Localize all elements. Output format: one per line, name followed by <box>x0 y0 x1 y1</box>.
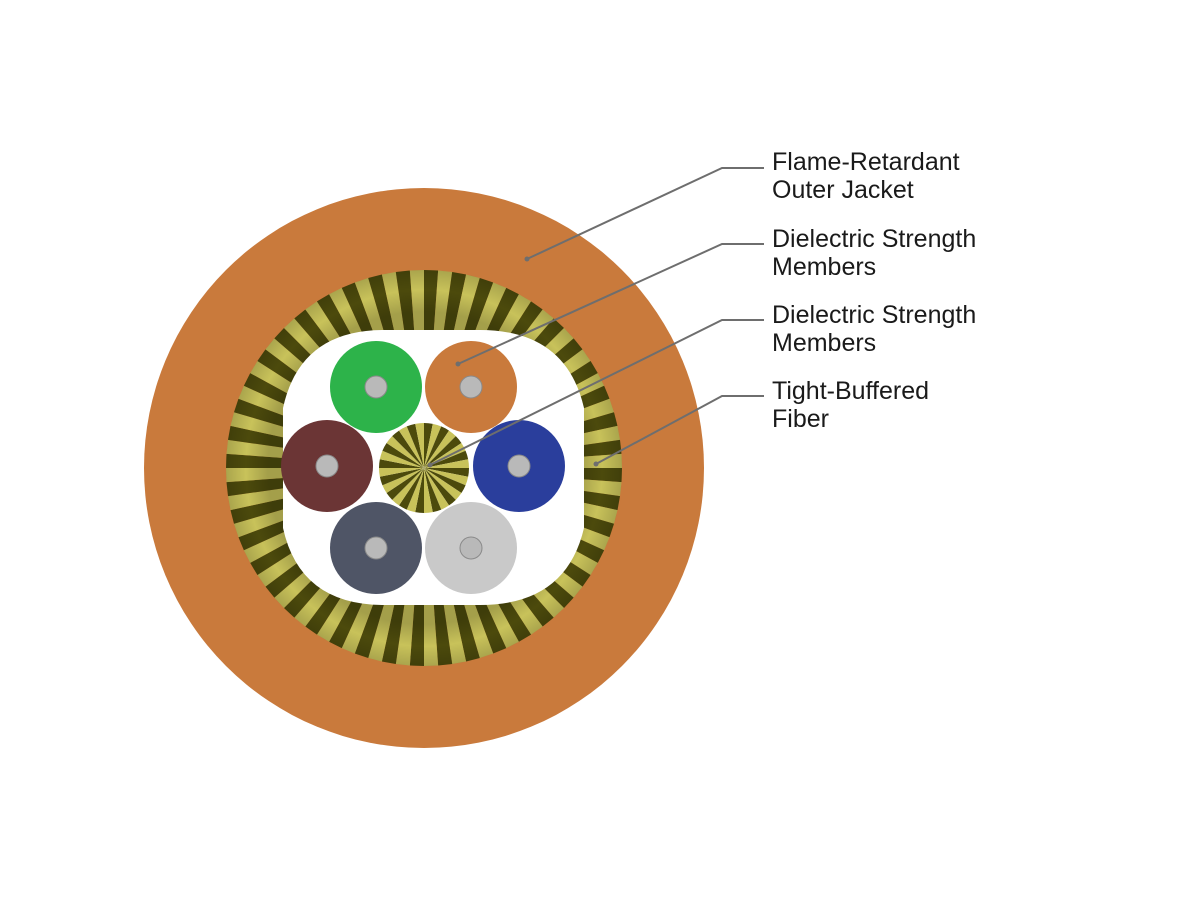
central-member-strand <box>424 468 462 500</box>
label-line: Tight-Buffered <box>772 377 930 405</box>
leader-line-fiber <box>595 395 764 465</box>
central-member-strand <box>424 436 462 468</box>
central-member-strand <box>424 468 469 477</box>
central-member-strand <box>424 450 469 468</box>
central-member-strand <box>406 423 424 468</box>
label-line: Dielectric Strength <box>772 301 977 329</box>
label-dielectric-strength-members-outer: Dielectric Strength Members <box>772 225 976 281</box>
label-line: Dielectric Strength <box>772 225 977 253</box>
fiber-core <box>315 454 339 478</box>
label-flame-retardant-outer-jacket: Flame-Retardant Outer Jacket <box>772 148 960 204</box>
central-member-strand <box>424 468 442 513</box>
fiber-brown <box>281 420 373 512</box>
central-member-strand <box>424 459 469 468</box>
central-strength-member <box>379 422 469 513</box>
central-member-strand <box>424 423 442 468</box>
central-member-strand <box>424 430 456 468</box>
central-member-strand <box>379 450 424 468</box>
label-line: Members <box>772 329 877 357</box>
leader-lines <box>427 167 764 468</box>
fiber-slate <box>330 502 422 594</box>
label-dielectric-strength-members-central: Dielectric Strength Members <box>772 301 976 357</box>
central-member-strand <box>382 443 424 468</box>
central-member-strand <box>386 436 424 468</box>
fiber-core <box>459 375 483 399</box>
leader-line-strength-2 <box>429 319 764 466</box>
leader-endpoint <box>455 361 461 367</box>
fiber-orange <box>425 341 517 433</box>
central-member-strand <box>379 468 424 477</box>
central-member-strand <box>424 468 456 506</box>
central-member-strand <box>399 468 424 510</box>
central-member-strand <box>415 422 424 468</box>
central-member-strand <box>424 468 433 513</box>
label-line: Flame-Retardant <box>772 148 960 176</box>
central-member-strand <box>386 468 424 500</box>
fiber-white <box>425 502 517 594</box>
central-member-strand <box>424 422 433 468</box>
central-member-strand <box>379 468 424 486</box>
central-member-strand <box>424 426 449 468</box>
fiber-core <box>459 536 483 560</box>
leader-line-strength-1 <box>457 243 764 365</box>
label-line: Outer Jacket <box>772 176 914 204</box>
label-line: Members <box>772 253 877 281</box>
central-member-strand <box>399 426 424 468</box>
central-member-strand <box>406 468 424 513</box>
fiber-core <box>364 375 388 399</box>
leader-endpoint <box>593 461 599 467</box>
fiber-core <box>364 536 388 560</box>
central-member-strand <box>379 459 424 468</box>
central-member-strand <box>392 468 424 506</box>
fiber-green <box>330 341 422 433</box>
label-tight-buffered-fiber: Tight-Buffered Fiber <box>772 377 929 433</box>
tight-buffered-fibers <box>281 341 565 594</box>
central-member-strand <box>415 468 424 513</box>
central-member-strand <box>382 468 424 493</box>
leader-endpoint <box>524 256 530 262</box>
leader-endpoint <box>427 462 433 468</box>
central-member-strand <box>424 468 466 493</box>
fiber-blue <box>473 420 565 512</box>
central-member-strand <box>392 430 424 468</box>
leader-line-jacket <box>526 167 764 260</box>
label-line: Fiber <box>772 405 829 433</box>
central-member-strand <box>424 468 469 486</box>
fiber-core <box>507 454 531 478</box>
central-member-strand <box>424 468 449 510</box>
